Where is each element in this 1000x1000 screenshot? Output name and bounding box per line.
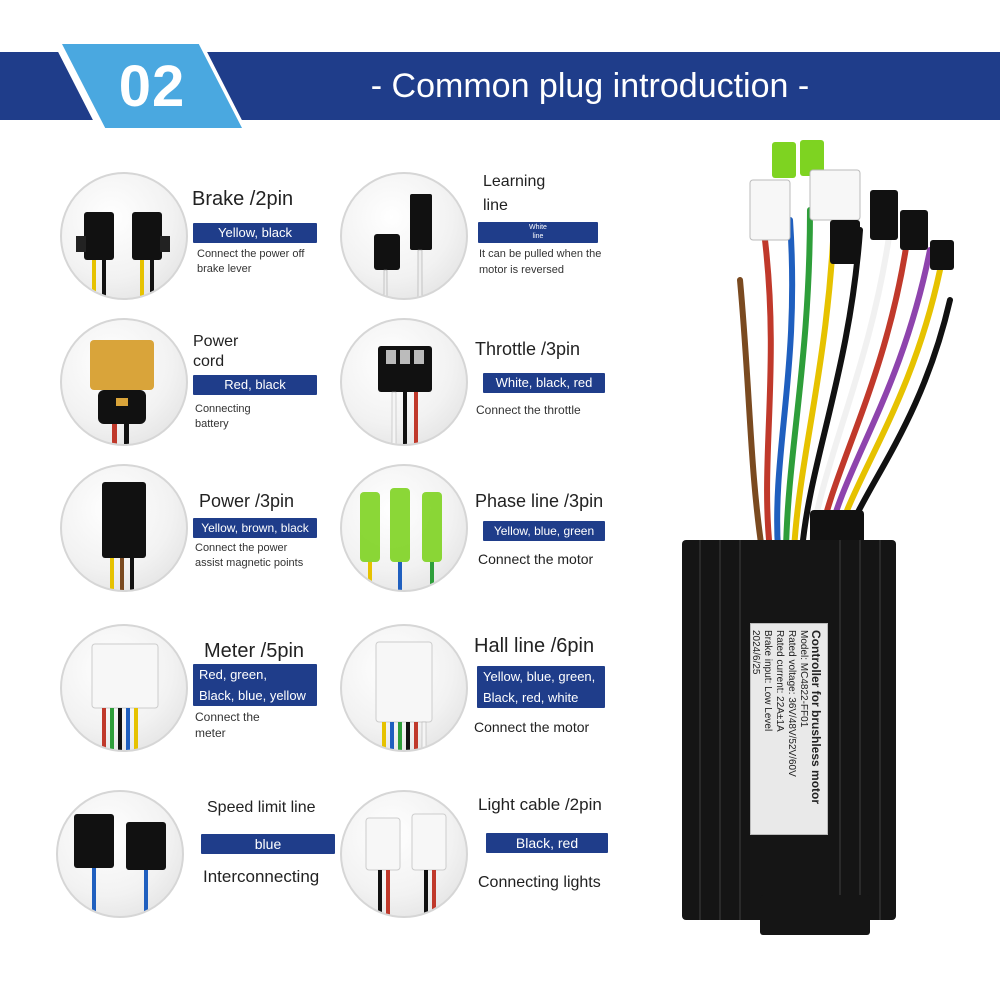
brake-colors-tag: Yellow, black [193,223,317,243]
power-desc-line1: Connect the power [195,542,288,554]
speed-desc: Interconnecting [203,867,320,886]
throttle-connector-icon [378,346,432,444]
hall-desc: Connect the motor [474,719,590,735]
power-title: Power /3pin [199,491,295,511]
power-colors-tag: Yellow, brown, black [193,518,317,538]
phase-connector-icon [360,488,442,590]
hall-plug-image [340,624,468,752]
hall-connector-icon [375,641,433,750]
power-cord-title-line1: Power [193,333,239,350]
hall-colors-tag: Yellow, blue, green, Black, red, white [477,666,605,708]
brake-connector-icon [76,212,170,298]
hall-colors-line2: Black, red, white [483,690,579,705]
learning-title-line1: Learning [483,173,546,190]
brake-title: Brake /2pin [192,188,294,210]
section-number: 02 [118,53,186,119]
learning-connector-icon [374,194,432,298]
xt60-connector-icon [90,340,154,444]
learning-colors-line2: line [532,233,544,240]
controller-label-date: 2024/6/25 [750,630,761,675]
phase-plug-image [340,464,468,592]
power-cord-colors-tag: Red, black [193,375,317,395]
hall-colors-line1: Yellow, blue, green, [483,669,596,684]
phase-desc: Connect the motor [478,551,594,567]
meter-desc-line1: Connect the [195,710,260,724]
learning-plug-image [340,172,468,300]
meter-title: Meter /5pin [204,640,305,662]
throttle-plug-image [340,318,468,446]
learning-desc-line1: It can be pulled when the [479,248,602,260]
meter-connector-icon [91,643,159,750]
light-desc: Connecting lights [478,874,601,891]
power-cord-desc-line2: battery [195,418,229,430]
power-plug-image [60,464,188,592]
light-plug-image [340,790,468,918]
page-title: - Common plug introduction - [370,67,810,105]
meter-colors-line2: Black, blue, yellow [199,688,306,703]
power-connector-icon [102,482,146,590]
controller-spec-label: Controller for brushless motor Model: MC… [750,623,828,835]
controller-label-title: Controller for brushless motor [809,630,823,805]
power-desc-line2: assist magnetic points [195,557,304,569]
learning-desc-line2: motor is reversed [479,264,564,276]
meter-desc-line2: meter [195,726,226,740]
speed-colors-tag: blue [201,834,335,854]
meter-plug-image [60,624,188,752]
phase-colors-tag: Yellow, blue, green [483,521,605,541]
brake-desc-line2: brake lever [197,263,252,275]
controller-label-brake: Brake input: Low Level [762,630,773,732]
speed-plug-image [56,790,184,918]
meter-colors-tag: Red, green, Black, blue, yellow [193,664,317,706]
speed-connector-icon [74,814,166,916]
meter-colors-line1: Red, green, [199,667,267,682]
power-cord-title-line2: cord [193,353,225,370]
controller-label-voltage: Rated voltage: 36V/48V/52V/60V [786,630,797,777]
brake-desc-line1: Connect the power off [197,248,305,260]
power-cord-desc-line1: Connecting [195,403,251,415]
light-connector-icon [365,813,447,916]
brake-plug-image [60,172,188,300]
learning-colors-tag: White line [478,222,598,243]
throttle-colors-tag: White, black, red [483,373,605,393]
power-cord-plug-image [60,318,188,446]
controller-label-current: Rated current: 22A±1A [774,630,785,732]
throttle-title: Throttle /3pin [475,339,581,359]
controller-label-model: Model: MC4822-FF01 [798,630,809,728]
learning-title-line2: line [483,197,508,214]
learning-colors-line1: White [529,224,547,231]
speed-title: Speed limit line [207,799,316,816]
phase-title: Phase line /3pin [475,491,604,511]
throttle-desc: Connect the throttle [476,403,581,417]
light-title: Light cable /2pin [478,795,602,814]
hall-title: Hall line /6pin [474,635,595,657]
light-colors-tag: Black, red [486,833,608,853]
